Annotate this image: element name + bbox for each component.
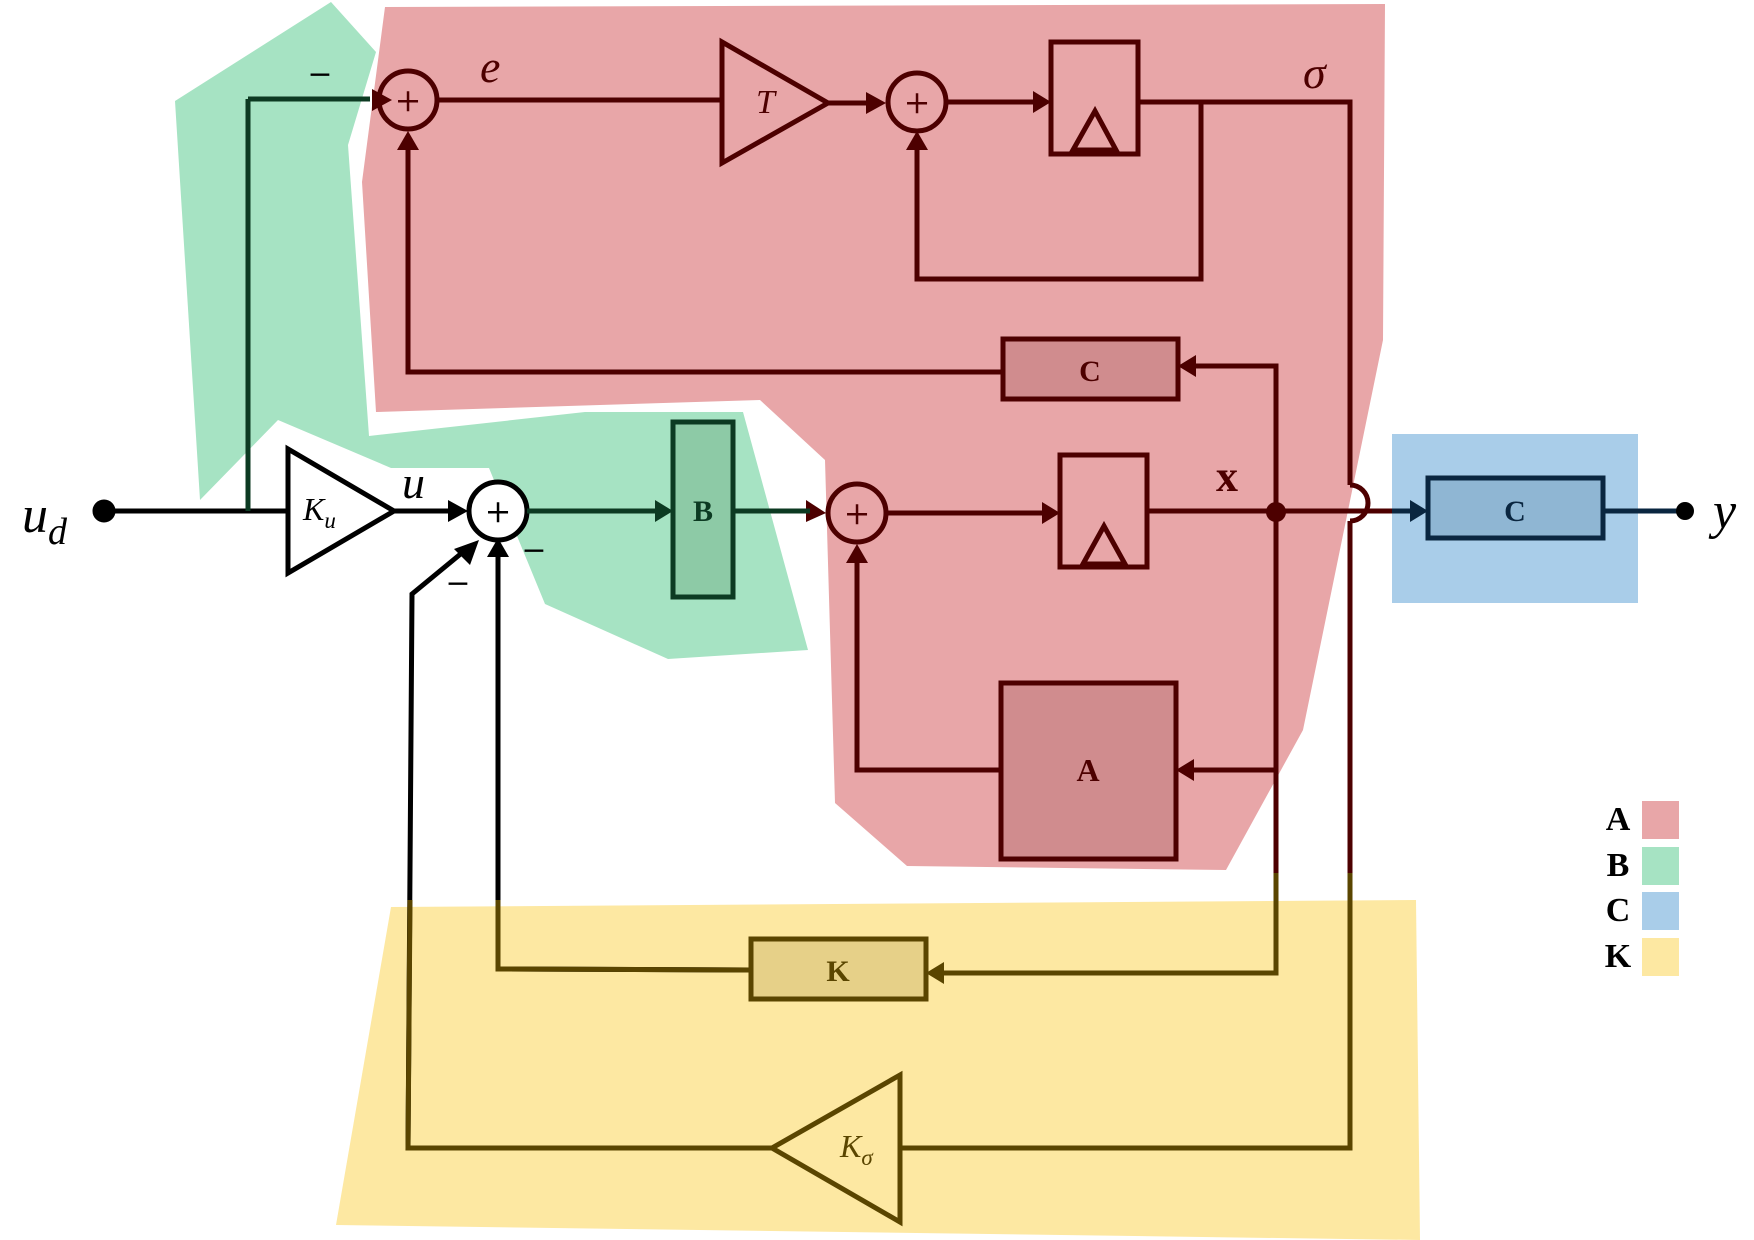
ksigma-out-branch: [405, 899, 772, 1151]
a-arrowheads: [397, 91, 1286, 781]
arrow-into-sum-sigma-bottom: [906, 131, 928, 150]
legend-swatch-k: [1642, 938, 1679, 976]
e-label: e: [480, 41, 500, 92]
sum-e-plus-sign: +: [395, 81, 422, 119]
arrow-into-sum-x-left: [806, 500, 826, 522]
arrow-into-sum-u-bottom: [487, 538, 509, 557]
k-block-fill: [751, 939, 926, 999]
ud-terminal-dot: [92, 499, 116, 523]
sigma-line-hop: [1349, 482, 1371, 524]
ksigma-gain-label: Kσ: [839, 1128, 874, 1170]
junction-signs: + + + + − − −: [307, 57, 930, 601]
legend-swatch-c: [1642, 892, 1679, 930]
arrow-into-sum-sigma-left: [866, 92, 886, 114]
sum-u-plus-sign: +: [485, 492, 512, 530]
region-k-highlight: [336, 900, 1420, 1240]
c-top-block-fill: [1003, 339, 1178, 399]
legend-item-k: K: [1605, 938, 1679, 976]
c-top-block-label: C: [1079, 355, 1101, 388]
c-top-block: [1000, 336, 1181, 402]
legend-label-k: K: [1605, 938, 1632, 975]
integrator-bottom-symbol: [1078, 520, 1130, 567]
ud-label: ud: [22, 487, 68, 553]
block-fills: [673, 339, 1603, 999]
x-junction-dot: [1266, 502, 1286, 522]
c-out-block-label: C: [1504, 495, 1526, 528]
sum-u-minus-sign-left: −: [445, 566, 470, 601]
k-block: [748, 936, 929, 1002]
legend-item-b: B: [1607, 847, 1679, 885]
x-label: x: [1216, 452, 1238, 501]
b-arrowheads: [655, 500, 673, 522]
k-wiring: [405, 873, 1353, 1151]
sum-e-junction: [376, 68, 440, 132]
legend-item-a: A: [1606, 801, 1679, 839]
gain-labels: Ku T Kσ: [302, 84, 874, 1170]
x-to-c-top-line: [1193, 363, 1279, 511]
arrow-into-c-top: [1178, 355, 1196, 377]
arrow-into-a: [1176, 759, 1194, 781]
k-x-branch: [939, 873, 1279, 976]
arrow-into-c-out: [1410, 500, 1428, 522]
region-a-highlight: [362, 4, 1385, 870]
a-to-sum-x-line: [854, 562, 1001, 773]
sum-x-plus-sign: +: [844, 494, 871, 532]
legend: A B C K: [1605, 801, 1679, 976]
arrow-into-sum-u-left: [448, 500, 468, 522]
legend-swatch-a: [1642, 801, 1679, 839]
c-top-to-sum-e-line: [405, 149, 1003, 375]
arrow-into-integrator-bottom: [1042, 502, 1060, 524]
a-wiring: [376, 37, 1410, 873]
b-wiring: [245, 96, 810, 600]
sigma-line: [1138, 99, 1353, 485]
arrow-into-sum-e-bottom: [397, 131, 419, 150]
u-label: u: [402, 457, 425, 508]
sum-u-minus-sign-right: −: [521, 533, 546, 568]
ku-gain-triangle: [285, 444, 399, 578]
k-sigma-branch: [900, 873, 1353, 1151]
block-labels: B C A C K: [693, 355, 1526, 988]
sum-e-minus-sign: −: [307, 57, 332, 92]
k-out-branch: [495, 900, 752, 973]
y-terminal-dot: [1676, 502, 1694, 520]
k-block-label: K: [826, 955, 850, 988]
arrow-into-b: [655, 500, 673, 522]
arrow-into-k: [926, 962, 944, 984]
legend-swatch-b: [1642, 847, 1679, 885]
t-gain-label: T: [756, 84, 777, 121]
arrow-into-sum-x-bottom: [846, 544, 868, 563]
ku-gain-label: Ku: [302, 491, 336, 533]
sigma-label: σ: [1303, 47, 1328, 98]
integrator-top-feedback: [914, 102, 1204, 282]
c-wiring: [1392, 475, 1685, 541]
region-highlights: [175, 2, 1638, 1240]
y-label: y: [1708, 483, 1737, 540]
sum-sigma-plus-sign: +: [904, 83, 931, 121]
arrow-into-integrator-top: [1033, 91, 1051, 113]
signal-labels: ud y u e σ x: [22, 41, 1737, 553]
c-out-block: [1425, 475, 1606, 541]
a-block-label: A: [1076, 752, 1099, 788]
arrow-into-sum-u-diag: [454, 540, 479, 565]
integrator-top-symbol: [1068, 105, 1121, 153]
integrator-top-block: [1048, 39, 1141, 157]
legend-item-c: C: [1606, 892, 1679, 930]
legend-label-b: B: [1607, 847, 1630, 884]
b-block-fill: [673, 422, 733, 597]
region-b-highlight: [175, 2, 808, 659]
a-block-fill: [1001, 683, 1176, 859]
legend-label-c: C: [1606, 892, 1631, 929]
c-out-block-fill: [1428, 478, 1603, 538]
t-gain-triangle: [719, 37, 834, 168]
legend-label-a: A: [1606, 801, 1631, 838]
b-block-label: B: [693, 495, 713, 528]
